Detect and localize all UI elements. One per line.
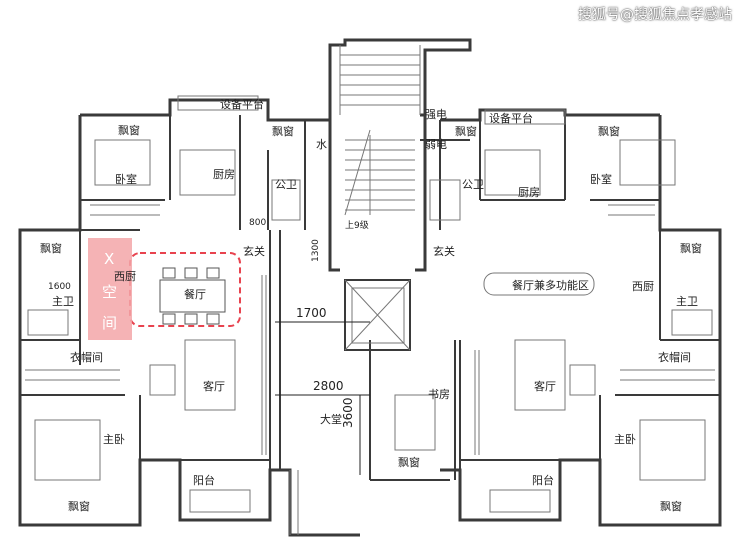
core-strong-current: 强电: [425, 108, 447, 121]
right-west-kitchen: 西厨: [632, 280, 654, 293]
interior-walls: [20, 115, 720, 481]
right-public-bath: 公卫: [462, 178, 484, 191]
x-space-letter-1: X: [104, 250, 114, 268]
left-bay-window-bottom: 飘窗: [68, 499, 90, 513]
left-master-bath: 主卫: [52, 295, 74, 308]
dining-highlight-box: [129, 252, 241, 327]
left-public-bath: 公卫: [275, 178, 297, 191]
left-master-bedroom: 主卧: [103, 433, 125, 446]
core-dim-1300: 1300: [311, 239, 321, 262]
right-kitchen-label: 厨房: [518, 186, 540, 199]
right-foyer: 玄关: [433, 244, 455, 258]
right-bedroom-label: 卧室: [590, 172, 612, 186]
left-kitchen-label: 厨房: [213, 168, 235, 181]
left-cloakroom: 衣帽间: [70, 350, 103, 364]
right-dining-multi: 餐厅兼多功能区: [512, 278, 589, 292]
right-bay-window-bottom: 飘窗: [660, 499, 682, 513]
left-dining-label: 餐厅: [184, 287, 206, 301]
x-space-letter-2: 空: [102, 283, 117, 301]
core-dim-1700: 1700: [296, 306, 327, 320]
left-bay-window-side: 飘窗: [40, 241, 62, 255]
x-space-letter-3: 间: [102, 314, 117, 332]
left-dim-800: 800: [249, 218, 266, 228]
watermark-text: 搜狐号@搜狐焦点孝感站: [578, 7, 732, 23]
left-west-kitchen: 西厨: [114, 270, 136, 283]
left-bay-window-kitchen: 飘窗: [272, 124, 294, 138]
left-balcony: 阳台: [193, 473, 215, 487]
left-foyer: 玄关: [243, 244, 265, 258]
right-bay-window-kitchen: 飘窗: [455, 124, 477, 138]
left-water-label: 水: [316, 138, 327, 151]
right-bay-window-bedroom: 飘窗: [598, 124, 620, 138]
right-equipment-platform: 设备平台: [489, 111, 533, 125]
right-living: 客厅: [534, 379, 556, 393]
right-bay-window-side: 飘窗: [680, 241, 702, 255]
left-equipment-platform: 设备平台: [220, 97, 264, 111]
left-living: 客厅: [203, 379, 225, 393]
right-master-bedroom: 主卧: [614, 433, 636, 446]
thin-details: [25, 45, 715, 535]
core-dim-2800: 2800: [313, 379, 344, 393]
right-bay-window-study: 飘窗: [398, 455, 420, 469]
core-lobby: 大堂: [320, 412, 342, 426]
right-master-bath: 主卫: [676, 295, 698, 308]
core-weak-current: 弱电: [425, 138, 447, 151]
left-bay-window-bedroom: 飘窗: [118, 123, 140, 137]
left-bedroom-label: 卧室: [115, 172, 137, 186]
left-dining-table: [159, 267, 226, 325]
core-dim-3600: 3600: [341, 397, 355, 428]
x-space-tag: [88, 238, 132, 340]
core-up-stairs: 上9级: [345, 219, 369, 231]
left-dim-1600: 1600: [48, 282, 71, 292]
right-study: 书房: [428, 388, 450, 401]
right-cloakroom: 衣帽间: [658, 350, 691, 364]
right-balcony: 阳台: [532, 473, 554, 487]
